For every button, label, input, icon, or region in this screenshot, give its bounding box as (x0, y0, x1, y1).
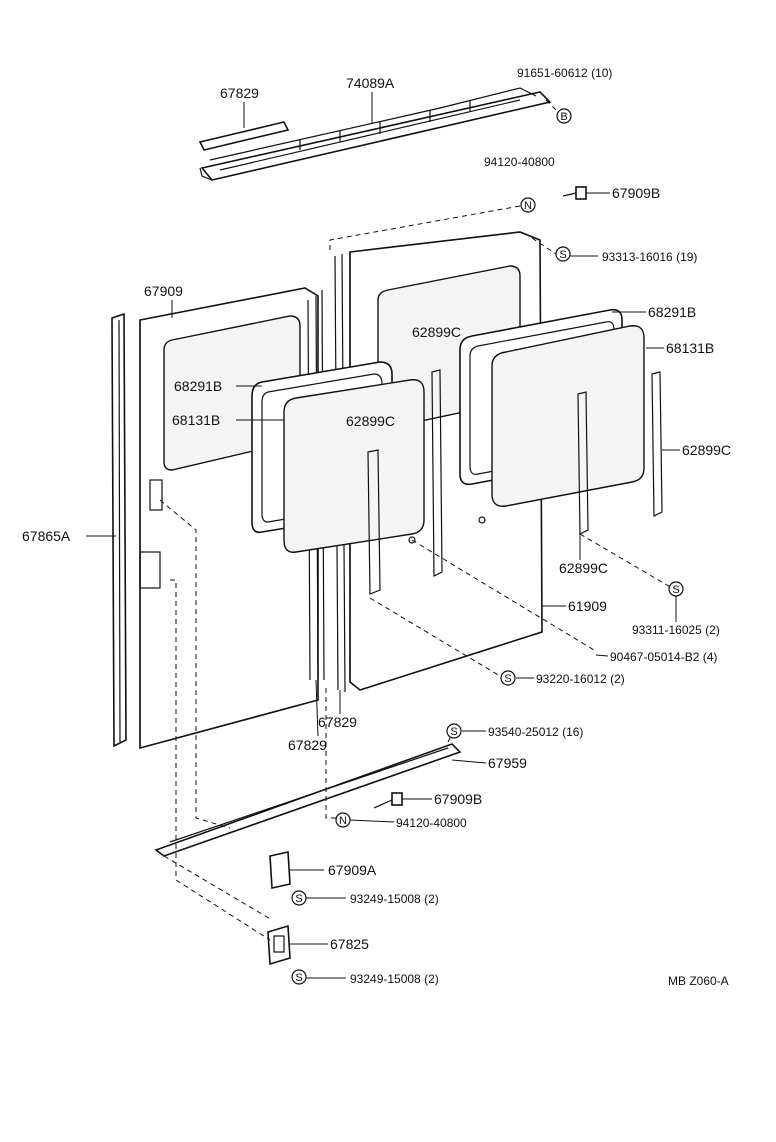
retainer-62899C-low (577, 391, 589, 535)
label-90467: 90467-05014-B2 (4) (610, 650, 717, 664)
bolt-67909B-low (373, 792, 403, 809)
seal-strip-67829-top (198, 121, 290, 151)
label-67829-top: 67829 (220, 85, 259, 101)
bracket-67825 (267, 924, 291, 966)
retainer-62899C-mid (431, 369, 443, 577)
label-93313: 93313-16016 (19) (602, 250, 697, 264)
label-68131B-right: 68131B (666, 340, 714, 356)
symbol-s-93540: S (446, 723, 462, 739)
label-67909B-top: 67909B (612, 185, 660, 201)
symbol-n-low: N (335, 812, 351, 828)
label-62899C-left: 62899C (346, 413, 395, 429)
label-74089A: 74089A (346, 75, 395, 91)
window-glass-68131B-right (491, 325, 645, 507)
svg-text:N: N (524, 200, 532, 212)
bracket-67909A (269, 851, 291, 889)
weatherstrip-67865A (111, 312, 127, 748)
label-67829-a: 67829 (318, 714, 357, 730)
label-94120-top: 94120-40800 (484, 155, 555, 169)
window-glass-68131B-left (283, 379, 425, 553)
label-93311: 93311-16025 (2) (632, 623, 720, 637)
retainer-62899C-left (367, 449, 381, 595)
label-93249-a: 93249-15008 (2) (350, 892, 439, 906)
symbol-s-93313: S (555, 246, 571, 262)
svg-text:S: S (295, 972, 302, 984)
label-62899C-right: 62899C (682, 442, 731, 458)
label-68291B-left: 68291B (174, 378, 222, 394)
label-94120-low: 94120-40800 (396, 816, 467, 830)
label-62899C-low: 62899C (559, 560, 608, 576)
label-67825: 67825 (330, 936, 369, 952)
symbol-s-93311: S (668, 581, 684, 597)
label-61909: 61909 (568, 598, 607, 614)
guide-lines (159, 99, 673, 941)
symbol-s-93249-a: S (291, 890, 307, 906)
svg-text:S: S (504, 673, 511, 685)
bolt-67909B-top (562, 186, 587, 200)
svg-text:N: N (339, 815, 347, 827)
label-93540: 93540-25012 (16) (488, 725, 583, 739)
retainer-62899C-right (651, 371, 663, 517)
label-62899C-mid: 62899C (412, 324, 461, 340)
label-68291B-right: 68291B (648, 304, 696, 320)
label-91651: 91651-60612 (10) (517, 66, 612, 80)
label-93249-b: 93249-15008 (2) (350, 972, 439, 986)
label-67909: 67909 (144, 283, 183, 299)
svg-text:S: S (672, 584, 679, 596)
svg-text:S: S (559, 249, 566, 261)
symbol-n-top: N (520, 197, 536, 213)
symbol-s-93249-b: S (291, 969, 307, 985)
roof-rail-74089A (199, 87, 552, 181)
label-67959: 67959 (488, 755, 527, 771)
label-67865A: 67865A (22, 528, 71, 544)
label-93220: 93220-16012 (2) (536, 672, 625, 686)
leader-lines (86, 92, 680, 979)
svg-text:S: S (295, 893, 302, 905)
svg-text:S: S (450, 726, 457, 738)
svg-text:B: B (560, 111, 567, 123)
label-67829-b: 67829 (288, 737, 327, 753)
symbol-b: B (556, 108, 572, 124)
label-67909B-low: 67909B (434, 791, 482, 807)
label-67909A: 67909A (328, 862, 377, 878)
part-labels: 67829 74089A 91651-60612 (10) 94120-4080… (22, 66, 731, 988)
symbol-s-93220: S (500, 670, 516, 686)
label-68131B-left: 68131B (172, 412, 220, 428)
diagram-code: MB Z060-A (668, 974, 729, 988)
sill-rail-67959 (154, 743, 462, 857)
